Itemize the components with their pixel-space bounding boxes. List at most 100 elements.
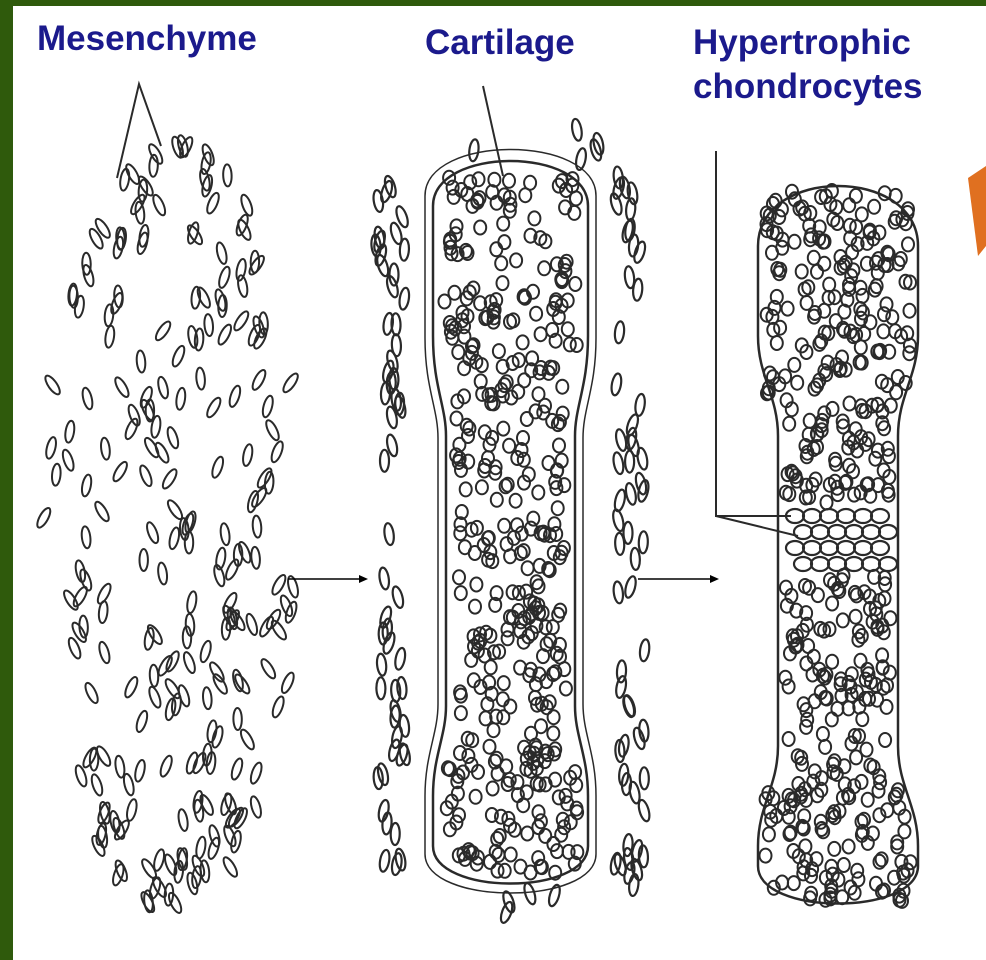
perichondrial-cell	[468, 139, 480, 162]
mesenchyme-cell	[138, 464, 154, 488]
chondrocyte	[819, 740, 831, 754]
mesenchyme-cell	[90, 773, 105, 797]
chondrocyte	[439, 295, 451, 309]
chondrocyte	[556, 380, 568, 394]
mesenchyme-cell	[249, 761, 264, 785]
chondrocyte	[498, 676, 510, 690]
chondrocyte	[821, 496, 833, 510]
perichondrial-cell	[383, 523, 395, 546]
chondrocyte	[886, 310, 898, 324]
mesenchyme-cell	[228, 385, 243, 409]
mesenchyme-cell	[216, 323, 233, 346]
perichondrial-cell	[571, 118, 584, 141]
chondrocyte	[497, 710, 509, 724]
mesenchyme-cell	[177, 684, 192, 708]
hypertrophic-chondrocyte	[845, 557, 863, 571]
mesenchyme-cell	[281, 371, 300, 394]
chondrocyte	[836, 890, 848, 904]
mesenchyme-cell	[80, 474, 92, 497]
mesenchyme-cell	[178, 135, 195, 158]
hypertrophic-chondrocyte	[803, 509, 821, 523]
chondrocyte	[553, 179, 565, 193]
mesenchyme-cell	[195, 367, 205, 390]
chondrocyte	[804, 414, 816, 428]
mesenchyme-cell	[208, 660, 227, 683]
chondrocyte	[484, 855, 496, 869]
chondrocyte	[552, 501, 564, 515]
hypertrophic-chondrocyte	[786, 541, 804, 555]
perichondrial-cell	[391, 585, 405, 609]
label-chondrocytes: chondrocytes	[693, 66, 923, 108]
hypertrophic-chondrocyte	[803, 541, 821, 555]
chondrocyte	[510, 253, 522, 267]
mesenchyme-cell	[230, 757, 245, 781]
chondrocyte	[502, 631, 514, 645]
chondrocyte	[881, 678, 893, 692]
mesenchyme-cell	[261, 395, 275, 418]
chondrocyte	[811, 265, 823, 279]
mesenchyme-cell	[185, 751, 200, 775]
mesenchyme-cell	[269, 440, 285, 464]
chondrocyte	[541, 637, 553, 651]
chondrocyte	[905, 855, 917, 869]
chondrocyte	[782, 302, 794, 316]
chondrocyte	[492, 864, 504, 878]
perichondrial-cell	[378, 849, 391, 872]
chondrocyte	[462, 749, 474, 763]
mesenchyme-cell	[133, 759, 146, 782]
chondrocyte	[826, 597, 838, 611]
chondrocyte	[862, 793, 874, 807]
perichondrial-cell	[612, 581, 624, 604]
chondrocyte	[838, 858, 850, 872]
chondrocyte	[783, 417, 795, 431]
mesenchyme-cell	[123, 675, 140, 698]
chondrocyte	[843, 840, 855, 854]
chondrocyte	[552, 608, 564, 622]
mesenchyme-cell	[231, 669, 244, 692]
chondrocyte	[469, 600, 481, 614]
chondrocyte	[497, 217, 509, 231]
chondrocyte	[850, 189, 862, 203]
perichondrial-cell	[394, 647, 407, 670]
chondrocyte	[873, 784, 885, 798]
hypertrophic-chondrocyte	[854, 541, 872, 555]
perichondrial-cell	[621, 695, 636, 719]
perichondrial-cell	[391, 680, 401, 702]
mesenchyme-cell	[241, 444, 253, 467]
mesenchyme-cell	[83, 681, 100, 704]
mesenchyme-cell	[100, 437, 111, 460]
mesenchyme-cell	[232, 309, 251, 332]
chondrocyte	[527, 512, 539, 526]
chondrocyte	[852, 872, 864, 886]
mesenchyme-cell	[135, 710, 150, 734]
chondrocyte	[878, 307, 890, 321]
chondrocyte	[826, 712, 838, 726]
chondrocyte	[881, 297, 893, 311]
chondrocyte	[495, 256, 507, 270]
mesenchyme-cell	[64, 420, 76, 443]
chondrocyte	[802, 280, 814, 294]
chondrocyte	[881, 700, 893, 714]
perichondrial-cell	[621, 220, 635, 244]
perichondrial-cell	[623, 575, 637, 599]
chondrocyte	[533, 387, 545, 401]
mesenchyme-cell	[204, 314, 214, 337]
chondrocyte	[760, 849, 772, 863]
mesenchyme-cell	[165, 498, 184, 521]
mesenchyme-cell	[70, 621, 89, 644]
hypertrophic-chondrocyte	[811, 525, 829, 539]
mesenchyme-cell	[210, 455, 225, 479]
mesenchyme-cell	[175, 387, 186, 410]
chondrocyte	[505, 848, 517, 862]
chondrocyte	[547, 726, 559, 740]
mesenchyme-cell	[239, 193, 254, 217]
hypertrophic-chondrocyte	[820, 541, 838, 555]
mesenchyme-cell	[104, 325, 115, 348]
chondrocyte	[491, 493, 503, 507]
perichondrial-cell	[638, 845, 648, 867]
mesenchyme-cell	[122, 773, 135, 796]
chondrocyte	[796, 265, 808, 279]
mesenchyme-cell	[44, 436, 57, 459]
hypertrophic-chondrocyte	[794, 525, 812, 539]
perichondrial-cell	[612, 452, 625, 475]
